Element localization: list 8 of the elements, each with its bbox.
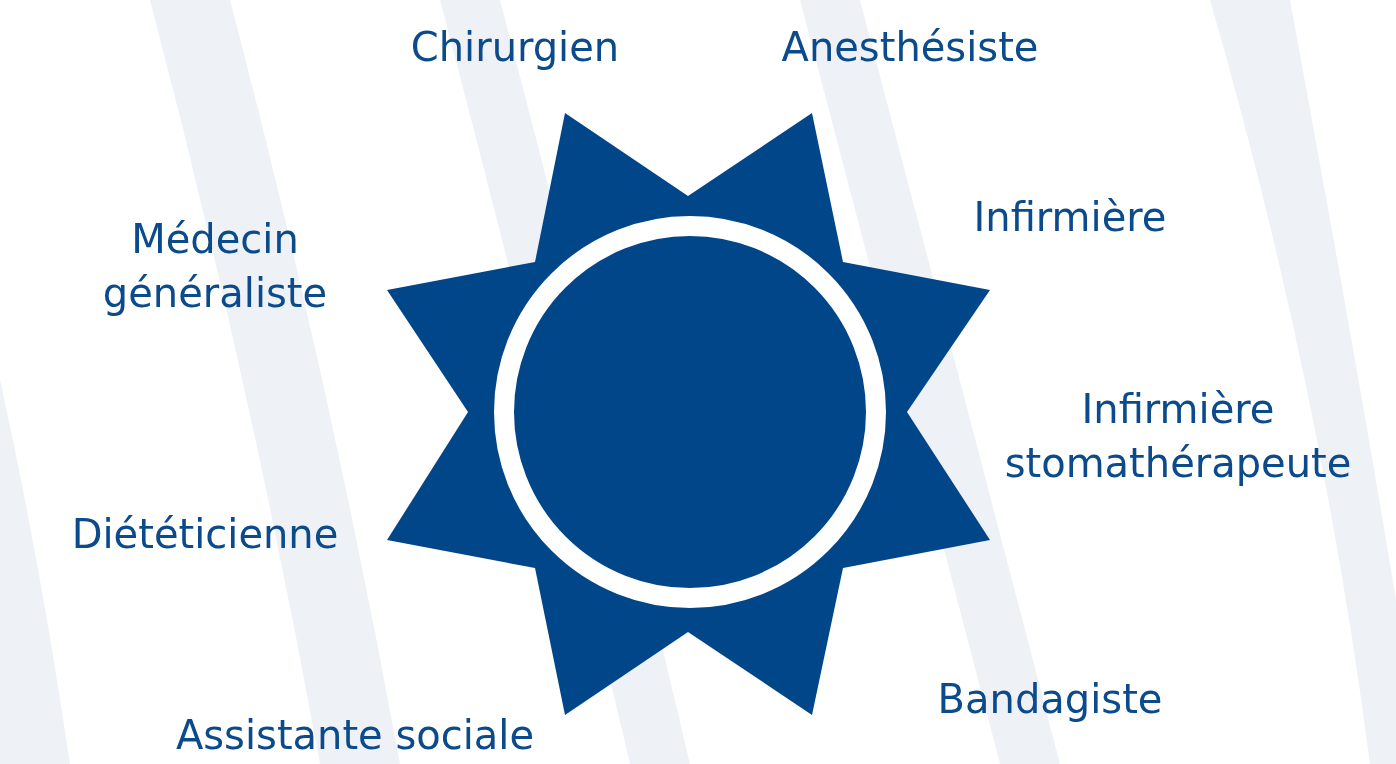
- role-label: Infirmière: [972, 193, 1168, 242]
- role-label: Infirmière stomathérapeute: [1003, 385, 1353, 488]
- role-label: Bandagiste: [936, 675, 1164, 724]
- role-label: Assistante sociale: [174, 711, 536, 760]
- role-label: Diététicienne: [70, 510, 340, 559]
- role-label: Médecin généraliste: [101, 215, 329, 318]
- role-label: Chirurgien: [409, 23, 621, 72]
- role-label: Anesthésiste: [780, 23, 1040, 72]
